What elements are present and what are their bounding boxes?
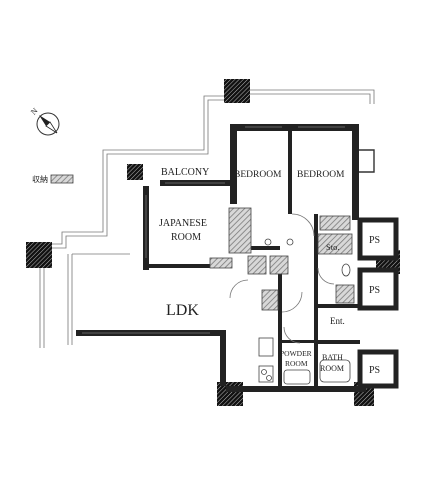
storage-legend-label: 収納 <box>32 174 48 184</box>
washer <box>264 238 272 246</box>
ldk-label: LDK <box>166 302 199 319</box>
shoe-closet <box>335 284 355 304</box>
bedroom-label-2: BEDROOM <box>297 170 345 180</box>
storage-sto <box>317 233 353 255</box>
ps-label-top: PS <box>369 235 380 246</box>
legend: 収納 <box>32 174 74 184</box>
fixtures <box>258 238 351 385</box>
ps-label-mid: PS <box>369 285 380 296</box>
storage-label: Sto. <box>326 242 339 252</box>
bath-room-label-line1: BATH <box>322 353 343 362</box>
column-top <box>224 79 250 103</box>
closet-ldk <box>261 289 279 311</box>
compass-icon <box>36 112 60 136</box>
entrance-label: Ent. <box>330 316 345 326</box>
windows <box>82 126 345 334</box>
bedroom-label-1: BEDROOM <box>234 170 282 180</box>
balcony-label: BALCONY <box>161 167 209 178</box>
north-label: N <box>29 106 40 117</box>
bathtub <box>319 359 351 383</box>
storage-legend-swatch <box>50 174 74 184</box>
bath-room-label-line2: ROOM <box>320 364 344 373</box>
compass: N <box>29 106 60 136</box>
room-labels: BALCONY BEDROOM BEDROOM JAPANESE ROOM LD… <box>159 167 380 376</box>
column-balcony <box>127 164 143 180</box>
closet-hall-2 <box>269 255 289 275</box>
storage-areas <box>209 207 355 311</box>
closet-japanese <box>228 207 252 254</box>
kitchen-sink <box>258 337 274 357</box>
closet-hall-1 <box>247 255 267 275</box>
japanese-room-label-line2: ROOM <box>171 232 201 243</box>
ps-label-bottom: PS <box>369 365 380 376</box>
powder-room-label-line2: ROOM <box>285 359 308 368</box>
toilet <box>341 263 351 277</box>
closet-bedroom <box>319 215 351 231</box>
doors <box>229 213 335 344</box>
closet-japanese-lower <box>209 257 233 269</box>
column-left <box>26 242 52 268</box>
japanese-room-label-line1: JAPANESE <box>159 218 207 229</box>
walls <box>76 124 399 392</box>
washbasin <box>283 369 311 385</box>
powder-room-label-line1: POWDER <box>280 349 312 358</box>
